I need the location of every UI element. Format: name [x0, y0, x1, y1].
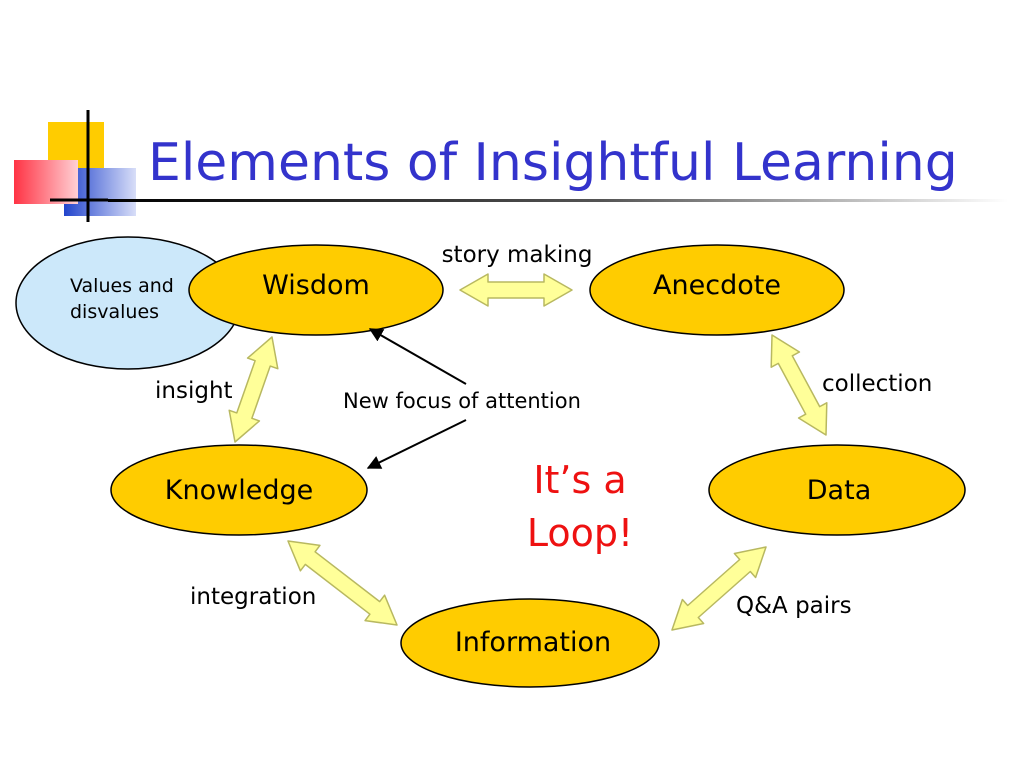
- insight-label: insight: [155, 378, 233, 404]
- knowledge-label: Knowledge: [165, 475, 313, 506]
- insight-arrow: [228, 336, 279, 443]
- focus-arrow-to-knowledge: [366, 419, 467, 469]
- collection-arrow: [770, 334, 828, 436]
- information-label: Information: [455, 627, 611, 658]
- integration-label: integration: [190, 584, 316, 610]
- values-label-line2: disvalues: [70, 301, 159, 323]
- integration-arrow: [287, 540, 398, 626]
- new-focus-label: New focus of attention: [343, 389, 581, 413]
- title-underline: [108, 199, 1008, 202]
- logo-squares-icon: [14, 110, 136, 222]
- knowledge-node: [110, 444, 368, 536]
- qa-pairs-arrow: [671, 546, 767, 631]
- information-node: [400, 598, 660, 688]
- data-node: [708, 444, 966, 536]
- wisdom-node: [188, 244, 444, 336]
- loop-callout-line1: It’s a: [533, 458, 626, 502]
- logo-red-square: [14, 160, 78, 204]
- qa-pairs-label: Q&A pairs: [736, 593, 852, 619]
- story-making-label: story making: [442, 242, 593, 268]
- data-label: Data: [807, 475, 871, 506]
- wisdom-label: Wisdom: [262, 270, 370, 301]
- page-title: Elements of Insightful Learning: [148, 133, 958, 193]
- collection-label: collection: [822, 371, 932, 397]
- story-making-arrow: [459, 273, 573, 307]
- anecdote-node: [589, 244, 845, 336]
- anecdote-label: Anecdote: [653, 270, 781, 301]
- loop-callout-line2: Loop!: [527, 511, 633, 555]
- focus-arrow-to-wisdom: [368, 328, 467, 385]
- values-label-line1: Values and: [70, 275, 174, 297]
